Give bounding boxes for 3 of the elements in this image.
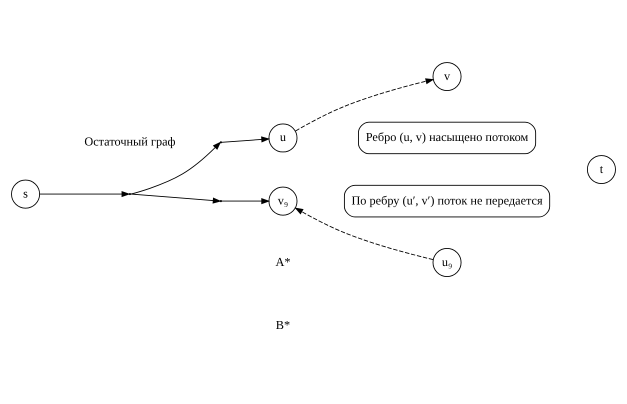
label: A* (275, 254, 290, 269)
label: Остаточный граф (84, 134, 176, 149)
label: B* (276, 318, 290, 332)
